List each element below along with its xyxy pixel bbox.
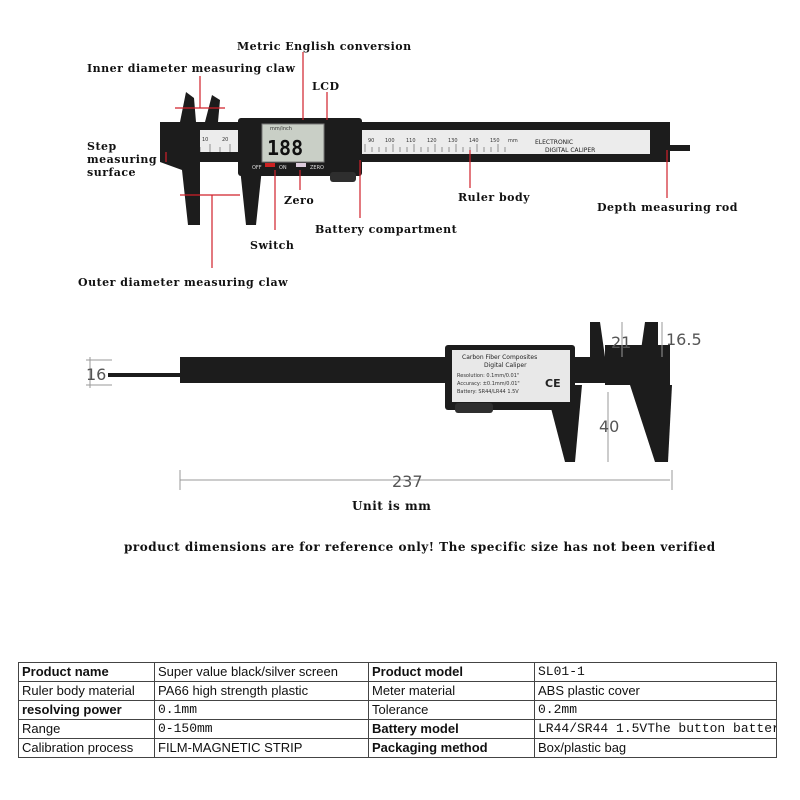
- spec-key: Tolerance: [368, 700, 535, 720]
- fixed-jaw: [160, 122, 200, 225]
- sticker-title1: Carbon Fiber Composites: [462, 354, 537, 361]
- dim-inner-claw: 21: [611, 333, 631, 352]
- table-row: Calibration process FILM-MAGNETIC STRIP …: [18, 738, 777, 758]
- spec-key: Meter material: [368, 681, 535, 701]
- sticker-accuracy: Accuracy: ±0.1mm/0.01": [457, 381, 520, 387]
- brand-line2: DIGITAL CALIPER: [545, 147, 595, 154]
- scale-left-20: 20: [222, 137, 228, 143]
- back-upper-claw-left: [590, 322, 605, 357]
- zero-button[interactable]: [296, 163, 306, 167]
- label-step-surface: Step measuring surface: [87, 140, 158, 179]
- spec-value: ABS plastic cover: [534, 681, 777, 701]
- label-lcd: LCD: [312, 80, 340, 93]
- btn-zero-label: ZERO: [310, 165, 324, 171]
- caliper-back-diagram: Carbon Fiber Composites Digital Caliper …: [86, 322, 702, 491]
- table-row: Ruler body material PA66 high strength p…: [18, 681, 777, 701]
- spec-value: PA66 high strength plastic: [154, 681, 369, 701]
- spec-key: Packaging method: [368, 738, 535, 758]
- label-zero: Zero: [284, 194, 315, 207]
- btn-off-label: OFF: [252, 165, 262, 171]
- spec-value: Super value black/silver screen: [154, 662, 369, 682]
- brand-line1: ELECTRONIC: [535, 139, 573, 146]
- dimension-lines: [86, 322, 673, 490]
- scale-ticks: [189, 144, 506, 152]
- back-sticker: [452, 350, 570, 402]
- scale-right-90: 90: [368, 138, 374, 144]
- scale-right-110: 110: [406, 138, 416, 144]
- scale-left-10: 10: [202, 137, 208, 143]
- label-metric-conversion: Metric English conversion: [237, 40, 412, 53]
- switch-button[interactable]: [265, 163, 275, 167]
- table-row: Range 0-150mm Battery model LR44/SR44 1.…: [18, 719, 777, 739]
- table-row: resolving power 0.1mm Tolerance 0.2mm: [18, 700, 777, 720]
- moving-jaw: [240, 168, 262, 225]
- label-inner-claw: Inner diameter measuring claw: [87, 62, 296, 75]
- label-ruler-body: Ruler body: [458, 191, 531, 204]
- dim-jaw-width: 16.5: [666, 330, 702, 349]
- btn-on-label: ON: [279, 165, 287, 171]
- back-lower-jaw-left: [545, 385, 582, 462]
- disclaimer-note: product dimensions are for reference onl…: [124, 540, 716, 554]
- ce-mark: CE: [545, 377, 561, 390]
- fixed-inner-claw: [180, 92, 196, 122]
- spec-key: Product name: [18, 662, 155, 682]
- unit-note: Unit is mm: [352, 499, 432, 513]
- scale-right-120: 120: [427, 138, 437, 144]
- scale-right-140: 140: [469, 138, 479, 144]
- back-depth-rod: [108, 373, 183, 377]
- lcd-reading: 188: [267, 136, 303, 160]
- dim-outer-claw: 40: [599, 417, 619, 436]
- dim-length: 237: [392, 472, 423, 491]
- back-lower-jaw-right: [630, 385, 672, 462]
- scale-right-100: 100: [385, 138, 395, 144]
- spec-value: 0.2mm: [534, 700, 777, 720]
- dim-depth-rod: 16: [86, 365, 106, 384]
- back-fixed-jaw-top: [605, 345, 670, 385]
- spec-key: Product model: [368, 662, 535, 682]
- scale-unit: mm: [508, 138, 518, 144]
- spec-value: 0.1mm: [154, 700, 369, 720]
- spec-value: Box/plastic bag: [534, 738, 777, 758]
- table-row: Product name Super value black/silver sc…: [18, 662, 777, 682]
- spec-key: Calibration process: [18, 738, 155, 758]
- spec-value: LR44/SR44 1.5VThe button battery: [534, 719, 777, 739]
- scale-right-150: 150: [490, 138, 500, 144]
- scale-right-130: 130: [448, 138, 458, 144]
- label-switch: Switch: [250, 239, 295, 252]
- back-roller: [455, 403, 493, 413]
- spec-value: FILM-MAGNETIC STRIP: [154, 738, 369, 758]
- spec-key: resolving power: [18, 700, 155, 720]
- spec-key: Ruler body material: [18, 681, 155, 701]
- spec-value: SL01-1: [534, 662, 777, 682]
- spec-value: 0-150mm: [154, 719, 369, 739]
- sticker-battery: Battery: SR44/LR44 1.5V: [457, 389, 519, 395]
- spec-key: Range: [18, 719, 155, 739]
- lcd-header: mm/inch: [270, 126, 292, 132]
- spec-table: Product name Super value black/silver sc…: [18, 662, 777, 758]
- annotation-leaders: [165, 52, 668, 268]
- label-depth-rod: Depth measuring rod: [597, 201, 738, 214]
- sticker-title2: Digital Caliper: [484, 362, 527, 369]
- label-battery-compartment: Battery compartment: [315, 223, 458, 236]
- label-outer-claw: Outer diameter measuring claw: [78, 276, 289, 289]
- lcd-screen: [261, 123, 325, 163]
- sticker-resolution: Resolution: 0.1mm/0.01": [457, 373, 519, 379]
- spec-key: Battery model: [368, 719, 535, 739]
- caliper-front-diagram: 0 10 20 90 100 110 120 130 140 150 mm EL…: [160, 52, 690, 268]
- thumb-roller: [330, 172, 356, 182]
